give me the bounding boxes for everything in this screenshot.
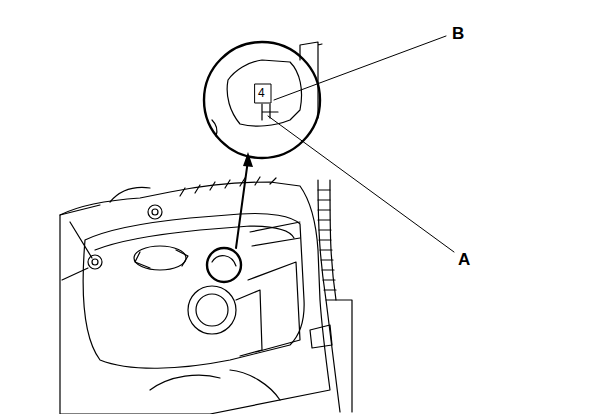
callout-letter: B [452,25,464,42]
part-marking: 4 [258,87,265,99]
callout-letter: A [458,251,470,268]
